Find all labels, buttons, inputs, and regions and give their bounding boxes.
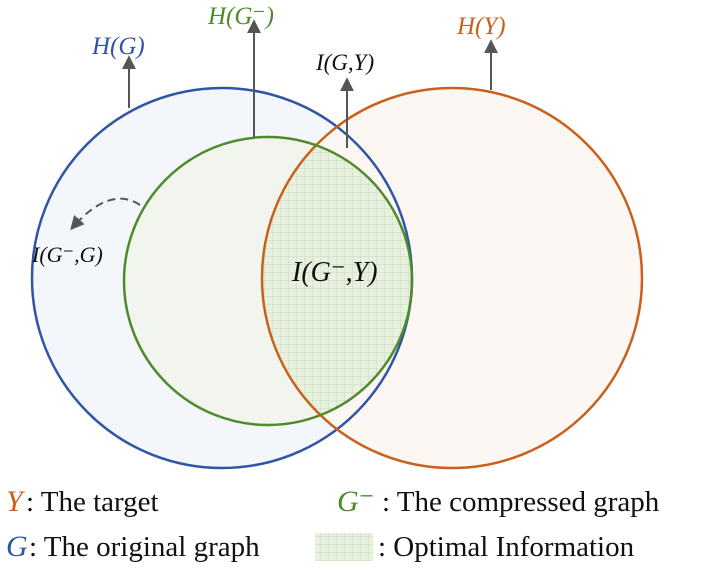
- legend-g-symbol: G: [6, 530, 28, 563]
- h-g-label: H(G): [91, 33, 145, 60]
- legend-optimal-text: : Optimal Information: [378, 531, 635, 563]
- legend-optimal-swatch: [315, 533, 373, 561]
- optimal-information-region: [262, 137, 412, 425]
- i-g-y-label: I(G,Y): [315, 50, 374, 75]
- legend-gminus-text: : The compressed graph: [382, 486, 660, 518]
- legend-y-symbol: Y: [6, 485, 26, 518]
- h-y-label: H(Y): [456, 13, 506, 40]
- i-gminus-g-label: I(G⁻,G): [31, 242, 103, 267]
- i-gminus-y-label: I(G⁻,Y): [291, 257, 378, 288]
- h-gminus-label: H(G⁻): [207, 3, 274, 30]
- y-circle: [260, 86, 644, 470]
- legend: Y : The target G⁻ : The compressed graph…: [6, 485, 660, 563]
- legend-gminus-symbol: G⁻: [337, 485, 375, 518]
- legend-g-text: : The original graph: [29, 531, 260, 563]
- i-gminus-g-dashed-arrow: [70, 197, 141, 231]
- legend-y-text: : The target: [26, 486, 159, 518]
- gminus-circle: [122, 135, 414, 427]
